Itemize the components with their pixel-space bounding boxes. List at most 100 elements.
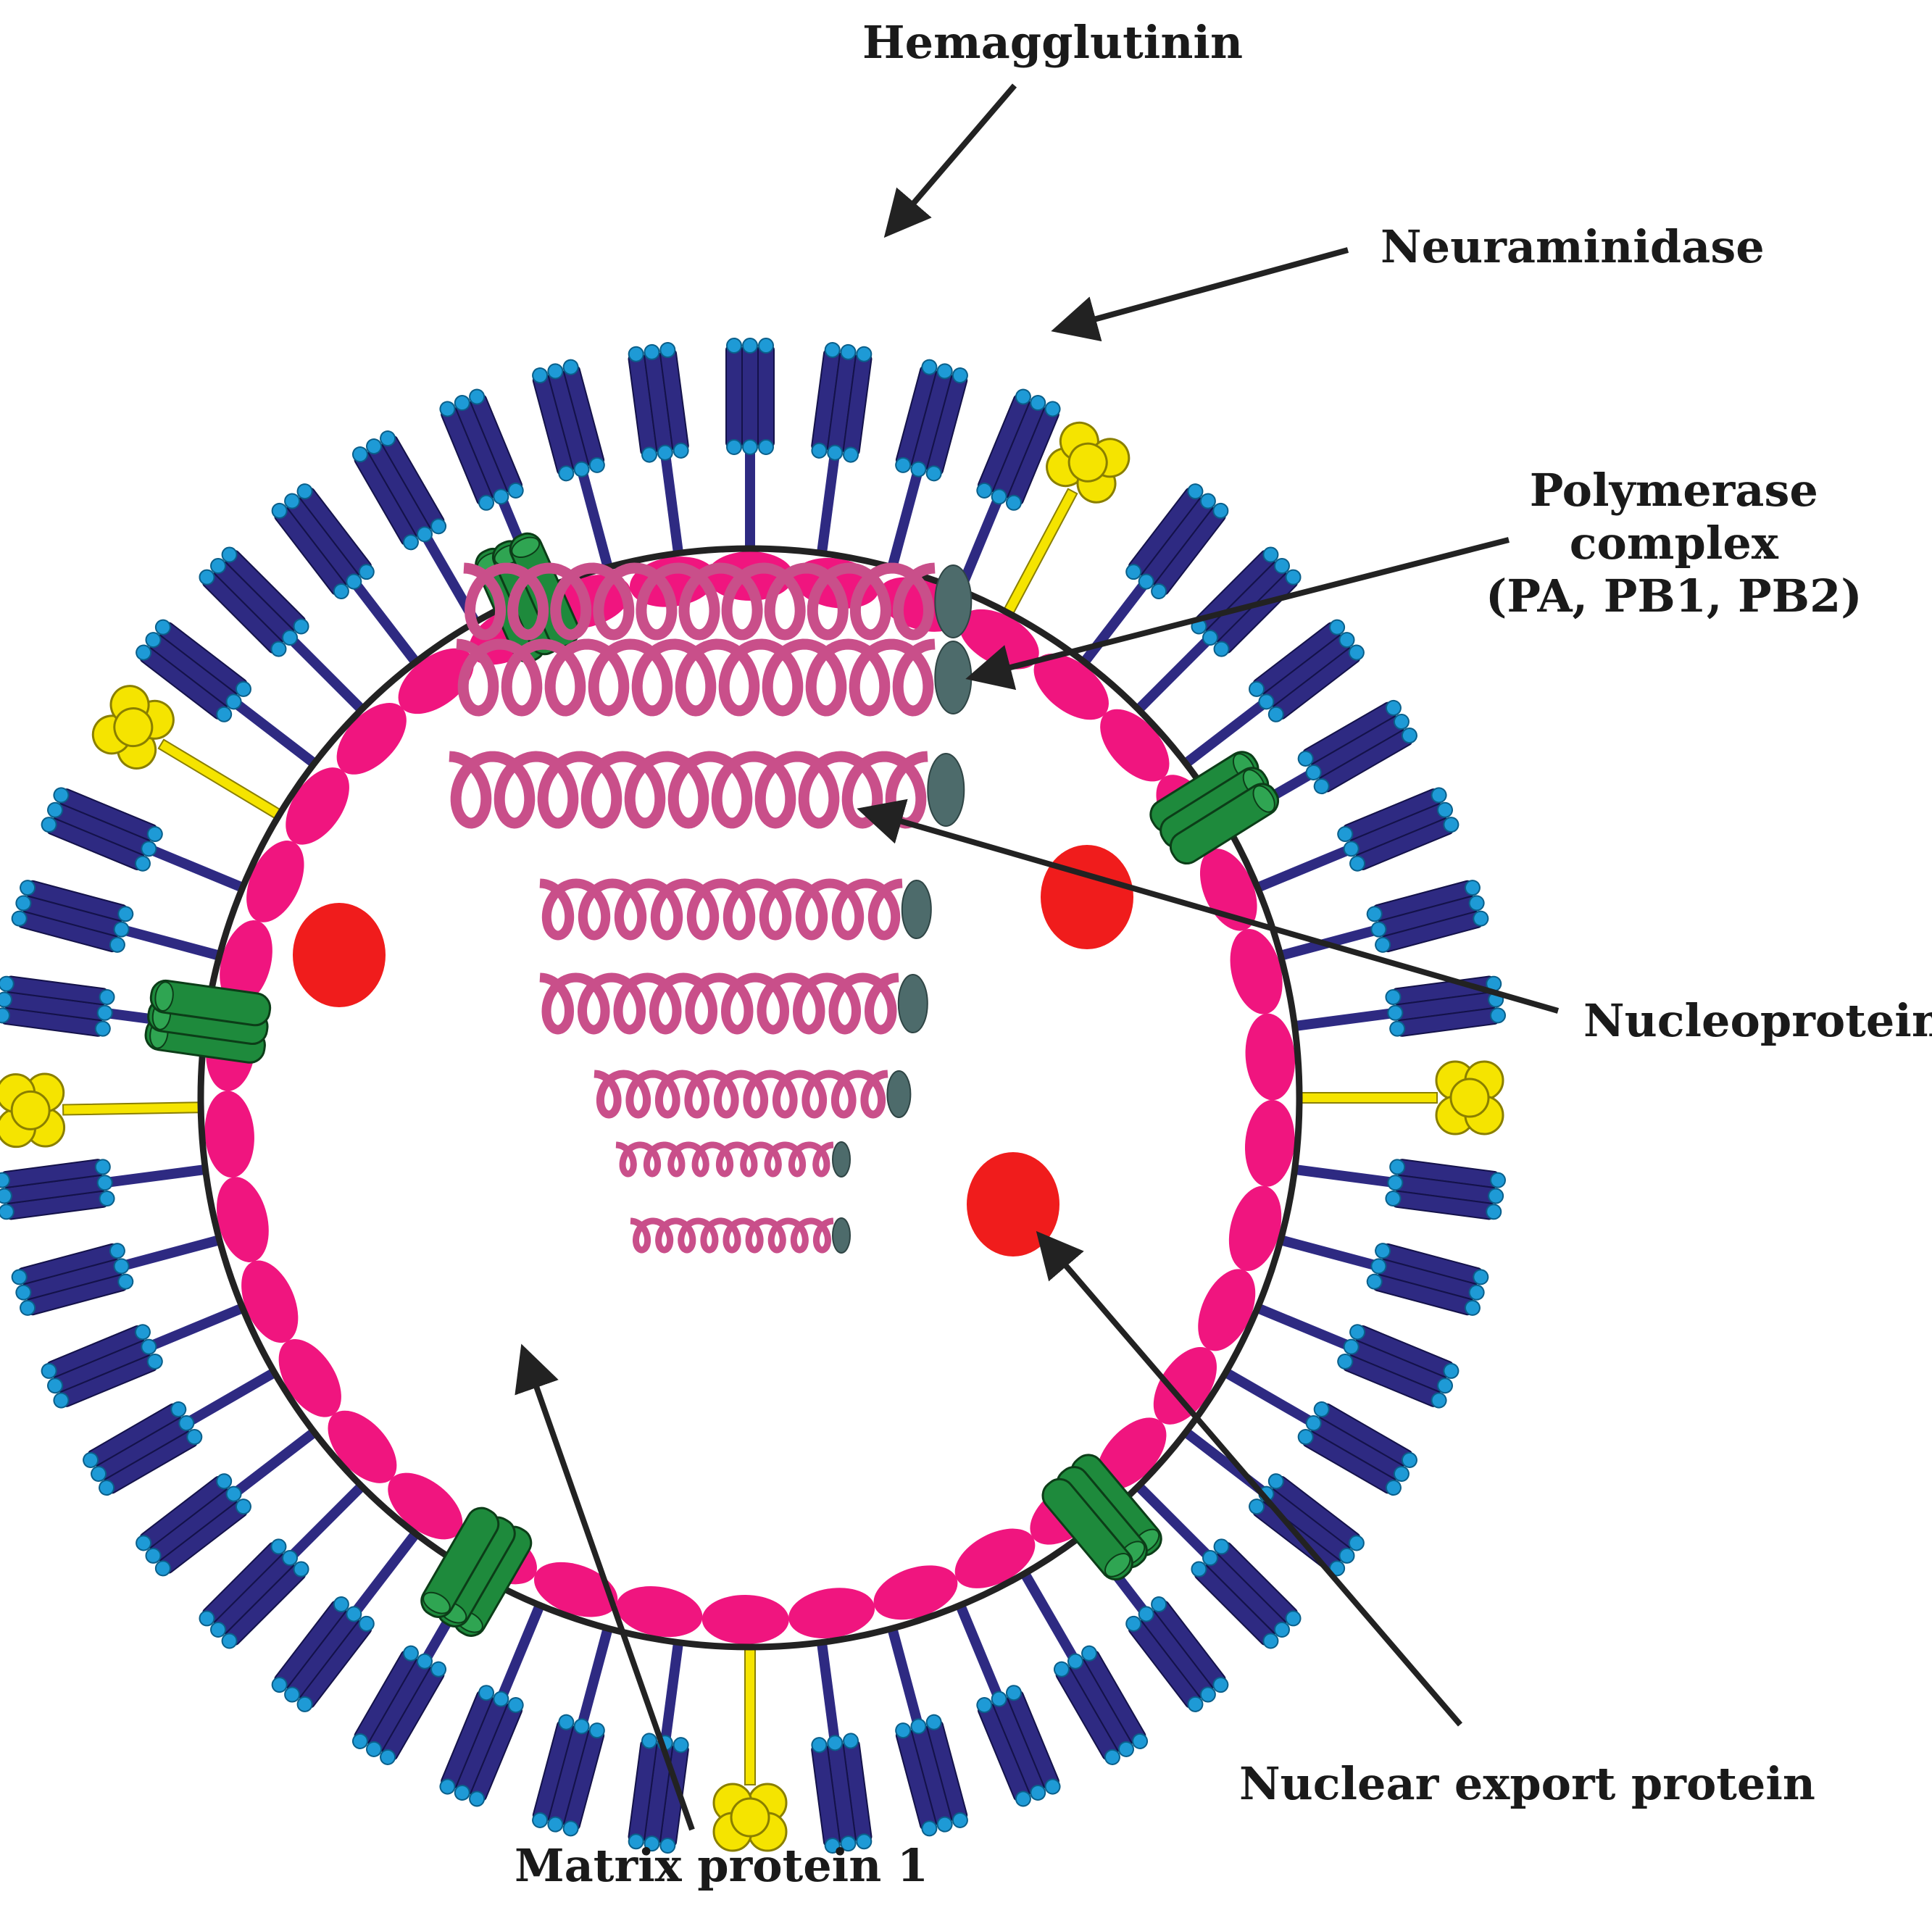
matrix-protein-icon [286,767,349,845]
matrix-protein-icon [533,1562,618,1617]
polymerase-icon [886,1070,912,1118]
rnp-helix-icon [538,878,932,941]
hemagglutinin-spike-icon [83,1367,278,1496]
label-arrow [1036,1230,1463,1727]
rnp-helix-icon [454,638,973,717]
viral-envelope [197,545,1303,1651]
hemagglutinin-spike-icon [41,787,245,893]
matrix-protein-icon [1198,1269,1256,1351]
matrix-protein-icon [1244,1099,1295,1187]
hemagglutinin-spike-icon [811,342,873,554]
hemagglutinin-spike-icon [199,546,365,713]
matrix-protein-icon [1100,709,1170,782]
label-arrow [965,537,1510,691]
matrix-protein-icon [336,702,407,775]
matrix-protein-icon [1230,929,1283,1014]
matrix-protein-icon [1033,653,1109,720]
neuraminidase-spike-icon [91,685,283,820]
nucleoprotein-label: Nucleoprotein [1583,994,1932,1047]
m2-channel-icon [420,1506,533,1637]
neuraminidase-spike-icon [712,1646,788,1852]
matrix-protein-icon [216,1177,269,1262]
hemagglutinin-spike-icon [532,1627,613,1837]
matrix-protein-icon [328,1410,397,1483]
matrix-protein-icon [788,1588,875,1639]
hemagglutinin-spike-icon [628,1641,689,1854]
m2-channel-icon [144,979,272,1064]
hemagglutinin-spike-icon [0,1159,207,1220]
rnp-helix-icon [447,751,965,829]
hemagglutinin-spike-icon [271,1530,420,1712]
matrix-protein-icon [204,1091,254,1178]
m2-channel-icon [1149,751,1280,865]
nuclear-export-protein-label: Nuclear export protein [1239,1757,1816,1810]
polymerase-label-line3: (PA, PB1, PB2) [1486,570,1862,623]
polymerase-icon [832,1141,851,1178]
rnp-helix-icon [462,562,973,641]
hemagglutinin-spike-icon [0,975,207,1037]
hemagglutinin-spike-icon [725,338,775,549]
matrix-protein-icon [1228,1185,1282,1271]
hemagglutinin-spike-icon [1183,619,1365,768]
hemagglutinin-spike-icon [1135,1483,1302,1649]
label-arrow [857,799,1560,1014]
polymerase-icon [832,1217,851,1254]
hemagglutinin-spike-icon [11,880,221,961]
matrix-protein-icon [1096,1417,1167,1490]
hemagglutinin-spike-icon [1294,975,1506,1037]
hemagglutinin-spike-icon [199,1483,365,1649]
polymerase-label-line1: Polymerase [1529,464,1818,517]
matrix-protein-icon [246,841,304,922]
hemagglutinin-spike-icon [1294,1159,1506,1220]
polymerase-icon [901,880,932,939]
hemagglutinin-spike-icon [811,1641,873,1854]
nep-icon [293,903,386,1007]
hemagglutinin-spike-icon [1255,1303,1460,1409]
polymerase-complex-label: Polymerase complex (PA, PB1, PB2) [1486,464,1862,622]
matrix-protein-1-label: Matrix protein 1 [515,1839,929,1892]
polymerase-label-line2: complex [1569,517,1778,570]
hemagglutinin-spike-icon [1255,787,1460,893]
hemagglutinin-spike-icon [955,1603,1061,1807]
hemagglutinin-spike-icon [136,1428,317,1577]
neuraminidase-spikes [0,421,1504,1852]
hemagglutinin-spike-icon [439,1603,545,1807]
hemagglutinin-spike-icon [955,388,1061,593]
matrix-protein-icon [220,920,272,1006]
matrix-protein-icon [616,1585,703,1638]
hemagglutinin-spike-icon [41,1303,245,1409]
matrix-protein-icon [954,1528,1036,1588]
polymerase-icon [897,974,928,1033]
rnp-helix-icon [592,1070,912,1119]
matrix-protein-icon [241,1260,299,1343]
hemagglutinin-spike-icon [271,483,420,665]
polymerase-icon [927,753,965,827]
hemagglutinin-spike-icon [136,619,317,768]
polymerase-icon [934,641,973,714]
hemagglutinin-spike-icon [1279,1235,1489,1316]
nep-icon [967,1152,1059,1256]
matrix-protein-icon [1245,1013,1296,1101]
hemagglutinin-spike-icon [351,430,480,625]
rnp-helix-icon [614,1141,851,1178]
rnp-helix-icon [538,972,928,1035]
neuraminidase-label: Neuraminidase [1381,220,1765,273]
m2-channel-icon [1041,1454,1162,1581]
hemagglutinin-spike-icon [1279,880,1489,961]
hemagglutinin-spike-icon [1020,1570,1149,1765]
label-arrow [883,83,1017,238]
polymerase-icon [934,564,973,638]
matrix-protein-icon [873,1565,958,1620]
matrix-protein-icon [278,1339,341,1417]
hemagglutinin-spike-icon [887,1627,968,1837]
label-arrows [515,83,1560,1831]
hemagglutinin-spike-icon [1223,1367,1417,1496]
ribonucleoprotein-complexes [447,562,973,1254]
hemagglutinin-spike-icon [628,342,689,554]
hemagglutinin-label: Hemagglutinin [862,16,1244,69]
label-arrow [1051,247,1349,342]
hemagglutinin-spike-icon [532,359,613,569]
label-arrow [515,1343,695,1831]
hemagglutinin-spike-icon [1183,1428,1365,1577]
